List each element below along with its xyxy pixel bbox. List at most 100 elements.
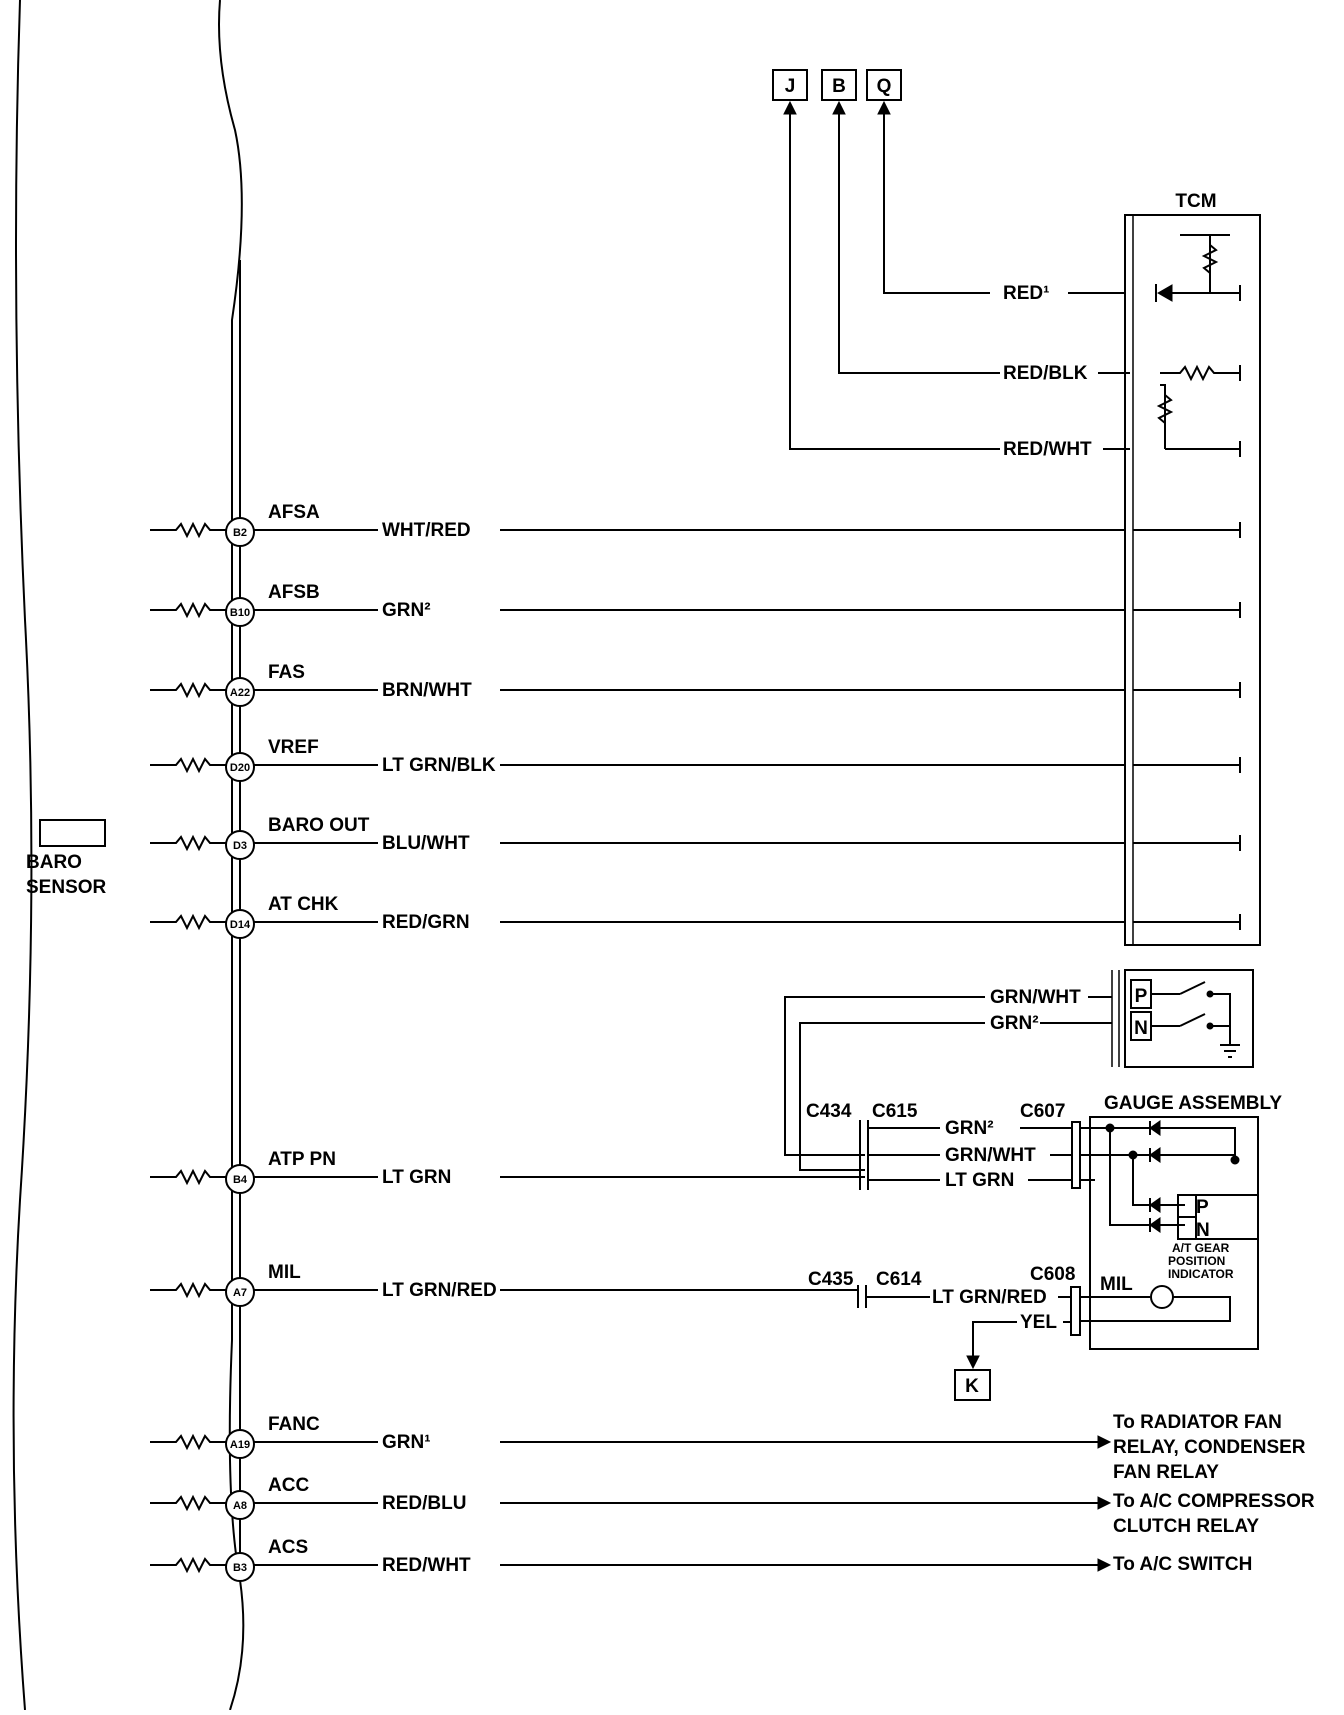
wire-label-b4: LT GRN [382, 1167, 451, 1188]
label-c435: C435 [808, 1269, 854, 1290]
gauge-wire-lt-grn-red: LT GRN/RED [932, 1287, 1047, 1308]
connector-b-label: B [832, 76, 846, 97]
pin-resistor-d3 [150, 834, 226, 852]
gauge-wire-yel: YEL [1020, 1312, 1057, 1333]
dest-acc-line1: To A/C COMPRESSOR [1113, 1491, 1315, 1512]
pn-switch: P N GRN/WHT GRN² [784, 969, 1254, 1171]
pin-circle-d20 [225, 752, 255, 782]
connector-q-label: Q [877, 76, 892, 97]
wire-label-a22: BRN/WHT [382, 680, 472, 701]
pin-name-a22: FAS [268, 662, 305, 683]
pin-resistor-b2 [150, 521, 226, 539]
wire-label-b3: RED/WHT [382, 1555, 471, 1576]
wire-label-d20: LT GRN/BLK [382, 755, 496, 776]
dest-fan-line3: FAN RELAY [1113, 1462, 1219, 1483]
baro-sensor-label-1: BARO [26, 852, 82, 873]
label-c608: C608 [1030, 1264, 1075, 1285]
pin-name-d14: AT CHK [268, 894, 339, 915]
pcm-outline [12, 0, 245, 1711]
pin-circle-a8 [225, 1490, 255, 1520]
pin-id-b10: B10 [230, 607, 250, 619]
label-c615: C615 [872, 1101, 918, 1122]
dest-fan-line2: RELAY, CONDENSER [1113, 1437, 1306, 1458]
tcm-wire-red-blk: RED/BLK [1003, 363, 1088, 384]
switch-wire-grn-wht: GRN/WHT [990, 987, 1081, 1008]
pin-circle-a7 [225, 1277, 255, 1307]
pin-id-b3: B3 [233, 1562, 247, 1574]
pin-id-b4: B4 [233, 1174, 248, 1186]
label-c614: C614 [876, 1269, 922, 1290]
gauge-label-p: P [1196, 1197, 1209, 1218]
pin-name-b2: AFSA [268, 502, 320, 523]
wire-q: RED¹ [877, 100, 1125, 304]
tcm-wire-red-wht: RED/WHT [1003, 439, 1092, 460]
connector-j: J [772, 69, 808, 101]
gauge-indicator-line2: POSITION [1168, 1254, 1225, 1268]
gauge-assembly: GAUGE ASSEMBLY P N A/T GEAR POSITION IND… [1080, 1093, 1282, 1350]
gauge-wires: GRN² GRN/WHT LT GRN [868, 1118, 1072, 1191]
gauge-wire-lt-grn: LT GRN [945, 1170, 1014, 1191]
pin-id-a8: A8 [233, 1500, 247, 1512]
gauge-mil-label: MIL [1100, 1274, 1133, 1295]
wire-label-a8: RED/BLU [382, 1493, 466, 1514]
tcm-wire-red1: RED¹ [1003, 283, 1049, 304]
pin-resistor-a8 [150, 1494, 226, 1512]
pin-circle-b4 [225, 1164, 255, 1194]
connector-k: K [954, 1369, 991, 1401]
dest-arrow-a8 [1097, 1496, 1112, 1510]
tcm-box: TCM [1124, 191, 1261, 946]
pin-id-d3: D3 [233, 840, 247, 852]
switch-label-p: P [1135, 986, 1148, 1007]
pin-name-d20: VREF [268, 737, 319, 758]
pin-circle-a22 [225, 677, 255, 707]
pin-id-b2: B2 [233, 527, 247, 539]
wire-b: RED/BLK [832, 100, 1130, 384]
pin-name-b3: ACS [268, 1537, 308, 1558]
connector-q: Q [866, 69, 902, 101]
dest-arrow-a19 [1097, 1435, 1112, 1449]
dest-fan-line1: To RADIATOR FAN [1113, 1412, 1282, 1433]
gauge-label-n: N [1196, 1220, 1210, 1241]
mil-path: C435 C614 C608 LT GRN/RED YEL [808, 1264, 1081, 1370]
label-c434: C434 [806, 1101, 852, 1122]
pin-circle-b10 [225, 597, 255, 627]
wire-j: RED/WHT [783, 100, 1130, 460]
pin-resistor-d14 [150, 913, 226, 931]
dest-arrow-b3 [1097, 1558, 1112, 1572]
connector-j-label: J [785, 76, 796, 97]
gauge-indicator-line1: A/T GEAR [1172, 1241, 1230, 1255]
connector-b: B [821, 69, 857, 101]
pin-id-d14: D14 [230, 919, 251, 931]
pin-resistor-b4 [150, 1168, 226, 1186]
wire-label-d3: BLU/WHT [382, 833, 470, 854]
pin-id-a22: A22 [230, 687, 250, 699]
pin-name-b10: AFSB [268, 582, 320, 603]
baro-sensor-label-2: SENSOR [26, 877, 107, 898]
gauge-title: GAUGE ASSEMBLY [1104, 1093, 1282, 1114]
connector-c434-c615: C434 C615 [806, 1101, 918, 1190]
baro-sensor: BARO SENSOR [26, 819, 107, 898]
mil-lamp-icon [1150, 1285, 1174, 1309]
pin-name-a7: MIL [268, 1262, 301, 1283]
gauge-indicator-line3: INDICATOR [1168, 1267, 1234, 1281]
dest-acs: To A/C SWITCH [1113, 1554, 1252, 1575]
tcm-title: TCM [1175, 191, 1216, 212]
switch-wire-grn2: GRN² [990, 1013, 1039, 1034]
pin-id-d20: D20 [230, 762, 250, 774]
pin-name-d3: BARO OUT [268, 815, 370, 836]
pin-circle-d14 [225, 909, 255, 939]
pin-id-a7: A7 [233, 1287, 247, 1299]
pin-resistor-d20 [150, 756, 226, 774]
pin-name-a8: ACC [268, 1475, 309, 1496]
pin-id-a19: A19 [230, 1439, 250, 1451]
wire-label-a19: GRN¹ [382, 1432, 431, 1453]
gauge-wire-grn-wht: GRN/WHT [945, 1145, 1036, 1166]
label-c607: C607 [1020, 1101, 1065, 1122]
dest-acc-line2: CLUTCH RELAY [1113, 1516, 1259, 1537]
pin-circle-b3 [225, 1552, 255, 1582]
pin-resistor-a22 [150, 681, 226, 699]
wire-label-b10: GRN² [382, 600, 431, 621]
wire-label-b2: WHT/RED [382, 520, 471, 541]
